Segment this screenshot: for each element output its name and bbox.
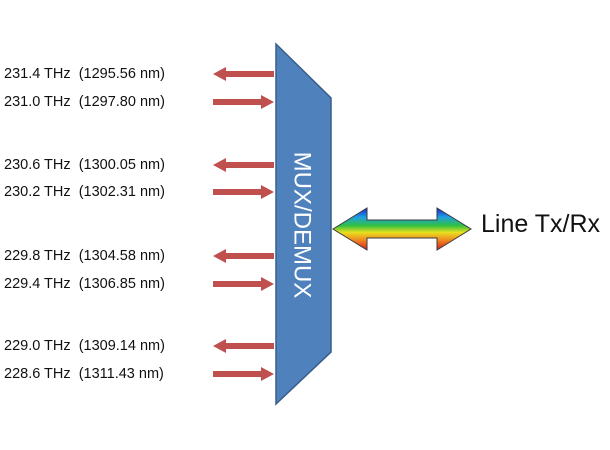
channel-label: 229.8 THz (1304.58 nm) xyxy=(4,248,165,264)
channel-arrow-in xyxy=(213,277,274,291)
channel-arrow-out xyxy=(213,158,274,172)
channel-label: 229.0 THz (1309.14 nm) xyxy=(4,338,165,354)
channel-arrows xyxy=(213,67,274,381)
channel-arrow-in xyxy=(213,185,274,199)
channel-label: 230.2 THz (1302.31 nm) xyxy=(4,184,165,200)
mux-demux-block xyxy=(275,42,332,406)
channel-arrow-out xyxy=(213,249,274,263)
channel-label: 231.4 THz (1295.56 nm) xyxy=(4,66,165,82)
channel-arrow-out xyxy=(213,339,274,353)
channel-arrow-out xyxy=(213,67,274,81)
channel-label: 228.6 THz (1311.43 nm) xyxy=(4,366,164,382)
channel-arrow-in xyxy=(213,95,274,109)
channel-label: 230.6 THz (1300.05 nm) xyxy=(4,157,165,173)
channel-arrow-in xyxy=(213,367,274,381)
mux-demux-label: MUX/DEMUX xyxy=(289,152,316,299)
line-tx-rx-label: Line Tx/Rx xyxy=(481,210,601,238)
line-tx-rx-arrow xyxy=(332,207,472,251)
channel-label: 229.4 THz (1306.85 nm) xyxy=(4,276,165,292)
channel-label: 231.0 THz (1297.80 nm) xyxy=(4,94,165,110)
